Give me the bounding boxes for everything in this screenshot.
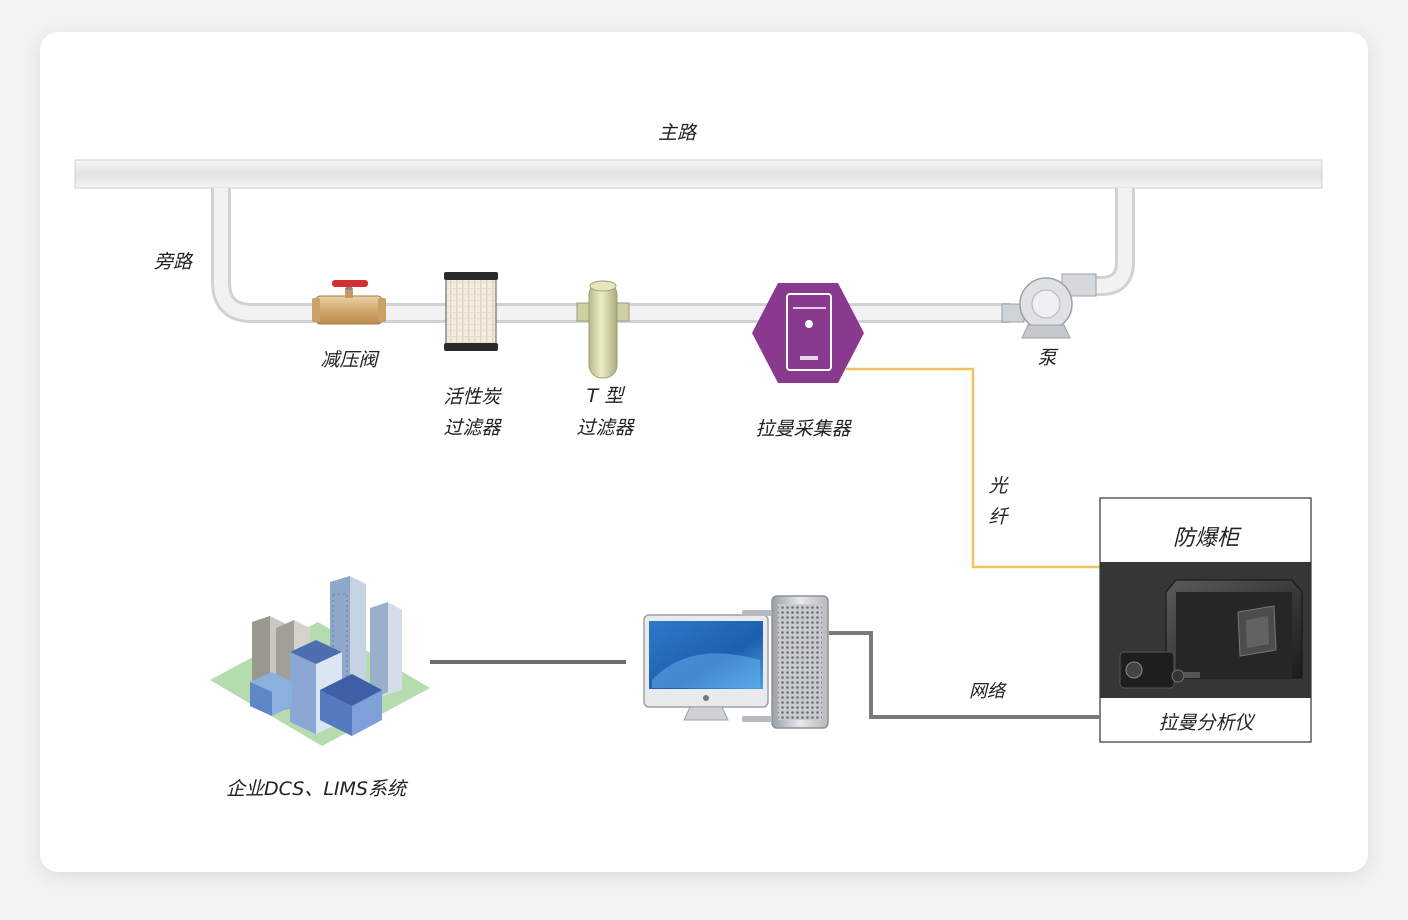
label-raman-collector: 拉曼采集器 xyxy=(755,418,852,440)
monitor-icon xyxy=(643,614,769,721)
label-carbon-filter-line1: 活性炭 xyxy=(443,386,502,408)
pressure-valve-icon xyxy=(312,280,386,325)
raman-collector-icon xyxy=(752,283,864,383)
label-network: 网络 xyxy=(969,681,1007,702)
bypass-pipe xyxy=(211,188,1135,323)
label-fiber-line1: 光 xyxy=(988,475,1009,497)
computer-tower-icon xyxy=(742,595,829,729)
pump-icon xyxy=(1001,273,1097,339)
label-pressure-valve: 减压阀 xyxy=(320,349,380,371)
label-cabinet-title: 防爆柜 xyxy=(1173,526,1242,551)
label-carbon-filter-line2: 过滤器 xyxy=(443,417,502,439)
label-main-pipe: 主路 xyxy=(658,122,698,144)
carbon-filter-icon xyxy=(444,272,498,351)
label-t-filter-line1: T 型 xyxy=(587,385,626,407)
label-pump: 泵 xyxy=(1037,347,1059,369)
network-cable xyxy=(829,631,1100,719)
label-t-filter-line2: 过滤器 xyxy=(576,417,635,439)
raman-analyzer-icon xyxy=(1119,579,1303,689)
label-fiber-line2: 纤 xyxy=(988,506,1010,528)
main-pipe xyxy=(74,159,1323,189)
fiber-optic-cable xyxy=(846,367,1100,569)
label-raman-analyzer: 拉曼分析仪 xyxy=(1158,712,1255,734)
label-enterprise-system: 企业DCS、LIMS系统 xyxy=(226,778,409,800)
t-filter-icon xyxy=(576,280,630,379)
enterprise-buildings-icon xyxy=(210,576,430,746)
label-bypass: 旁路 xyxy=(154,251,194,273)
explosion-proof-cabinet xyxy=(1099,497,1312,743)
